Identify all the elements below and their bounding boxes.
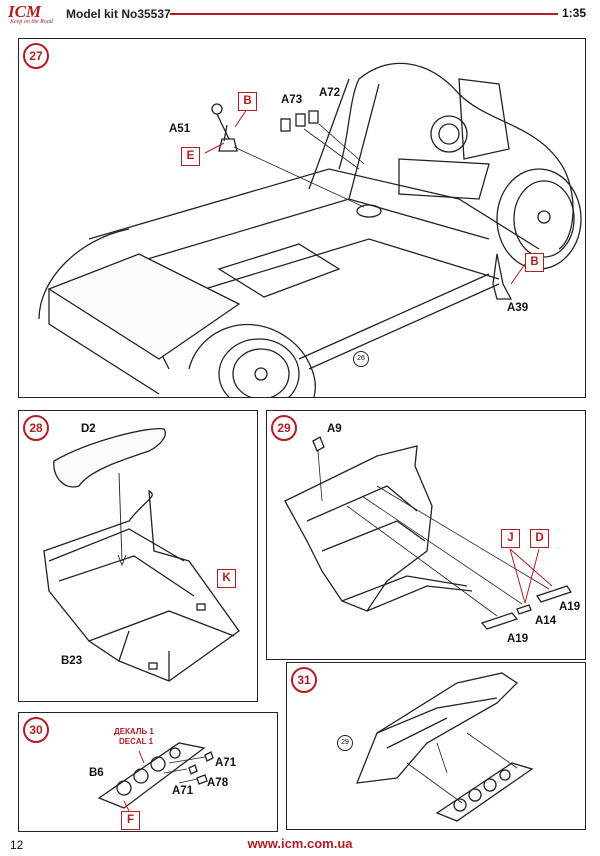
part-label: B23 (61, 655, 83, 667)
paint-code: F (121, 811, 140, 830)
part-label: A39 (507, 302, 529, 314)
part-label: A78 (207, 777, 229, 789)
scale-label: 1:35 (561, 6, 586, 20)
part-label: A9 (327, 423, 342, 435)
step-number: 31 (291, 667, 317, 693)
car-chassis-drawing (38, 62, 582, 397)
step-31-panel: 31 29 (286, 662, 586, 830)
model-kit-label: Model kit No35537 (66, 7, 171, 21)
part-label: A19 (507, 633, 529, 645)
step-number: 29 (271, 415, 297, 441)
logo-tagline: Keep on the Road (10, 19, 53, 25)
logo-brand: ICM (8, 2, 42, 21)
part-label: A19 (559, 601, 581, 613)
part-label: A71 (215, 757, 237, 769)
dashboard-install-drawing (355, 672, 534, 822)
part-label: A51 (169, 123, 191, 135)
header-divider (170, 13, 558, 15)
step-27-panel: 27 A51 A73 A72 A39 B E B 26 (18, 38, 586, 398)
step-number: 27 (23, 43, 49, 69)
paint-code: J (501, 529, 520, 548)
part-label: D2 (81, 423, 96, 435)
part-label: B6 (89, 767, 104, 779)
reference-step-badge: 29 (337, 735, 353, 751)
step-29-panel: 29 A9 A19 A14 A19 J D (266, 410, 586, 660)
page-header: ICM Keep on the Road Model kit No35537 1… (0, 0, 600, 30)
step-number: 28 (23, 415, 49, 441)
website-link[interactable]: www.icm.com.ua (247, 836, 353, 851)
part-label: A72 (319, 87, 341, 99)
step-30-panel: 30 ДЕКАЛЬ 1 DECAL 1 B6 A71 A71 A78 F (18, 712, 278, 832)
paint-code: D (530, 529, 549, 548)
seat-assembly-drawing (43, 427, 240, 682)
paint-code: B (238, 92, 257, 111)
paint-code: K (217, 569, 236, 588)
icm-logo: ICM Keep on the Road (8, 2, 64, 28)
paint-code: E (181, 147, 200, 166)
dashboard-assembly-drawing (97, 742, 214, 812)
step-28-panel: 28 D2 B23 K (18, 410, 258, 702)
decal-note-ru: ДЕКАЛЬ 1 (114, 727, 154, 736)
part-label: A14 (535, 615, 557, 627)
part-label: A71 (172, 785, 194, 797)
page-number: 12 (10, 838, 24, 852)
paint-code: B (525, 253, 544, 272)
reference-step-badge: 26 (353, 351, 369, 367)
step-number: 30 (23, 717, 49, 743)
part-label: A73 (281, 94, 303, 106)
floor-assembly-drawing (284, 436, 573, 630)
decal-note-en: DECAL 1 (119, 737, 154, 746)
